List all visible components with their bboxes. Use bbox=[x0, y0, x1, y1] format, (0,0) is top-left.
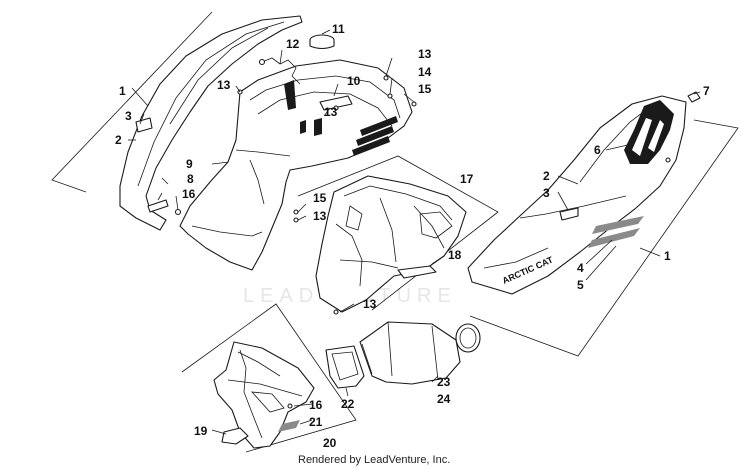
callout-1-right[interactable]: 1 bbox=[664, 249, 671, 263]
callout-2-right[interactable]: 2 bbox=[543, 169, 550, 183]
left-side-decal bbox=[135, 117, 153, 133]
hood-nose-pan[interactable] bbox=[179, 59, 413, 271]
callout-12[interactable]: 12 bbox=[286, 37, 300, 51]
callout-22[interactable]: 22 bbox=[341, 397, 355, 411]
intake-seal[interactable] bbox=[325, 345, 365, 389]
callout-24[interactable]: 24 bbox=[437, 392, 451, 406]
right-side-panel-group: ARCTIC CAT bbox=[467, 91, 739, 357]
callouts: 1 3 2 8 16 9 12 11 13 13 14 10 13 15 15 … bbox=[115, 22, 710, 450]
callout-5[interactable]: 5 bbox=[577, 278, 584, 292]
callout-6[interactable]: 6 bbox=[594, 143, 601, 157]
lower-nose-fascia[interactable] bbox=[213, 341, 315, 449]
callout-7[interactable]: 7 bbox=[703, 84, 710, 98]
left-side-panel[interactable] bbox=[119, 15, 303, 231]
callout-15-top[interactable]: 15 bbox=[418, 82, 432, 96]
lower-nose-group bbox=[181, 303, 357, 453]
intake-duct[interactable] bbox=[359, 321, 461, 385]
callout-23[interactable]: 23 bbox=[437, 375, 451, 389]
callout-10[interactable]: 10 bbox=[347, 74, 361, 88]
callout-13-lower[interactable]: 13 bbox=[313, 209, 327, 223]
callout-20[interactable]: 20 bbox=[323, 436, 337, 450]
footer-credit: Rendered by LeadVenture, Inc. bbox=[298, 454, 450, 466]
lower-grille-insert bbox=[221, 427, 249, 445]
callout-4[interactable]: 4 bbox=[577, 261, 584, 275]
callout-17[interactable]: 17 bbox=[460, 172, 474, 186]
callout-18[interactable]: 18 bbox=[448, 248, 462, 262]
callout-3-left[interactable]: 3 bbox=[125, 109, 132, 123]
callout-14[interactable]: 14 bbox=[418, 65, 432, 79]
callout-21[interactable]: 21 bbox=[309, 415, 323, 429]
callout-13-bottom[interactable]: 13 bbox=[363, 297, 377, 311]
hood-assembly bbox=[179, 29, 417, 271]
callout-9[interactable]: 9 bbox=[186, 157, 193, 171]
callout-2-left[interactable]: 2 bbox=[115, 133, 122, 147]
callout-13-top-right[interactable]: 13 bbox=[418, 47, 432, 61]
callout-1-left[interactable]: 1 bbox=[119, 84, 126, 98]
callout-8[interactable]: 8 bbox=[187, 172, 194, 186]
callout-16-bottom[interactable]: 16 bbox=[309, 398, 323, 412]
callout-19[interactable]: 19 bbox=[194, 424, 208, 438]
left-vent-slot bbox=[147, 199, 169, 213]
callout-11[interactable]: 11 bbox=[332, 22, 345, 36]
callout-15-mid[interactable]: 15 bbox=[313, 191, 327, 205]
callout-16-left[interactable]: 16 bbox=[182, 187, 196, 201]
left-side-panel-group bbox=[51, 11, 303, 231]
console-group bbox=[297, 155, 499, 315]
callout-13-top-left[interactable]: 13 bbox=[217, 78, 231, 92]
callout-13-mid[interactable]: 13 bbox=[324, 105, 338, 119]
air-intake-group bbox=[325, 321, 481, 397]
callout-3-right[interactable]: 3 bbox=[543, 186, 550, 200]
wire-harness bbox=[261, 57, 301, 85]
